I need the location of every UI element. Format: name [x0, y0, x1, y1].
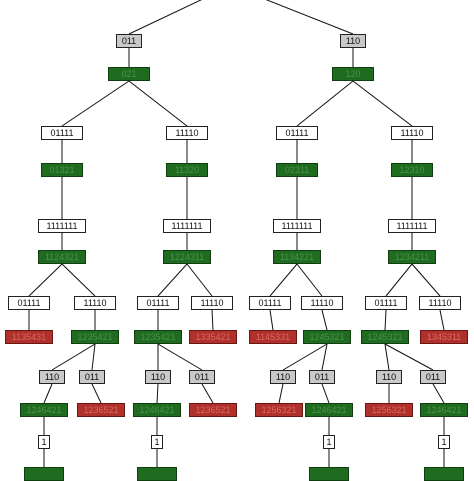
tree-edge [186, 263, 213, 297]
tree-edge [201, 383, 214, 404]
word-node-01111: 01111 [41, 126, 83, 140]
gray-node-110: 110 [145, 370, 171, 384]
gray-node-110: 110 [376, 370, 402, 384]
green-node-12310: 12310 [391, 163, 433, 177]
word-node-01111: 01111 [365, 296, 407, 310]
green-node-1134221: 1134221 [273, 250, 321, 264]
word-node-1: 1 [438, 435, 450, 449]
green-node-1246421: 1246421 [420, 403, 468, 417]
tree-edge [278, 383, 284, 404]
red-node-1236521: 1236521 [189, 403, 237, 417]
green-node-1246421: 1246421 [20, 403, 68, 417]
red-node-1236521: 1236521 [77, 403, 125, 417]
gray-node-011: 011 [116, 34, 142, 48]
tree-edge [432, 383, 445, 404]
tree-edge [385, 263, 413, 297]
tree-edge [384, 309, 387, 331]
red-node-1256321: 1256321 [255, 403, 303, 417]
green-node-1245321: 1245321 [303, 330, 351, 344]
green-node-cutoff [24, 467, 64, 481]
gray-node-011: 011 [309, 370, 335, 384]
word-node-01111: 01111 [249, 296, 291, 310]
green-node-cutoff [424, 467, 464, 481]
gray-node-110: 110 [270, 370, 296, 384]
tree-edge [384, 343, 390, 371]
gray-node-011: 011 [79, 370, 105, 384]
green-node-1246421: 1246421 [305, 403, 353, 417]
green-node-02311: 02311 [276, 163, 318, 177]
tree-edge [51, 343, 96, 371]
tree-edge [269, 309, 274, 331]
green-node-120: 120 [332, 67, 374, 81]
tree-edge [157, 263, 188, 297]
tree-edge [321, 343, 328, 371]
word-node-11110: 11110 [166, 126, 208, 140]
tree-edge [439, 309, 445, 331]
green-node-1124321: 1124321 [38, 250, 86, 264]
gray-node-011: 011 [420, 370, 446, 384]
word-node-11110: 11110 [74, 296, 116, 310]
green-node-1245321: 1245321 [361, 330, 409, 344]
gray-node-110: 110 [340, 34, 366, 48]
tree-edge [321, 309, 328, 331]
green-node-cutoff [309, 467, 349, 481]
tree-edge [282, 343, 328, 371]
word-node-11110: 11110 [391, 126, 433, 140]
tree-edge [28, 263, 63, 297]
word-node-11110: 11110 [419, 296, 461, 310]
green-node-1235421: 1235421 [71, 330, 119, 344]
green-node-cutoff [137, 467, 177, 481]
tree-edge [296, 80, 354, 127]
tree-edge [384, 343, 434, 371]
word-node-1: 1 [323, 435, 335, 449]
tree-edge [211, 309, 214, 331]
green-node-021: 021 [108, 67, 150, 81]
tree-edge [296, 263, 323, 297]
green-node-1224311: 1224311 [163, 250, 211, 264]
red-node-1135431: 1135431 [5, 330, 53, 344]
tree-edge [43, 383, 53, 404]
word-node-01111: 01111 [137, 296, 179, 310]
green-node-1246421: 1246421 [133, 403, 181, 417]
tree-edge [61, 80, 130, 127]
word-node-11110: 11110 [191, 296, 233, 310]
green-node-1235421: 1235421 [134, 330, 182, 344]
word-node-1111111: 1111111 [273, 219, 321, 233]
word-node-1111111: 1111111 [388, 219, 436, 233]
tree-edge [156, 383, 159, 404]
tree-edge [128, 80, 188, 127]
green-node-1234211: 1234211 [388, 250, 436, 264]
red-node-1145331: 1145331 [249, 330, 297, 344]
tree-edge [91, 383, 102, 404]
tree-edge [91, 343, 96, 371]
green-node-01321: 01321 [41, 163, 83, 177]
word-node-01111: 01111 [276, 126, 318, 140]
tree-edge [352, 80, 413, 127]
gray-node-110: 110 [39, 370, 65, 384]
word-node-1111111: 1111111 [163, 219, 211, 233]
tree-edge [157, 343, 203, 371]
word-node-1: 1 [151, 435, 163, 449]
tree-edge [265, 0, 354, 35]
tree-edge [269, 263, 298, 297]
word-node-1111111: 1111111 [38, 219, 86, 233]
word-node-1: 1 [38, 435, 50, 449]
tree-edge [411, 263, 441, 297]
red-node-1345311: 1345311 [420, 330, 468, 344]
word-node-01111: 01111 [8, 296, 50, 310]
tree-edge [321, 383, 330, 404]
tree-edge [128, 0, 202, 35]
word-node-11110: 11110 [301, 296, 343, 310]
gray-node-011: 011 [189, 370, 215, 384]
red-node-1256321: 1256321 [365, 403, 413, 417]
tree-edge [61, 263, 96, 297]
green-node-11320: 11320 [166, 163, 208, 177]
red-node-1335421: 1335421 [189, 330, 237, 344]
